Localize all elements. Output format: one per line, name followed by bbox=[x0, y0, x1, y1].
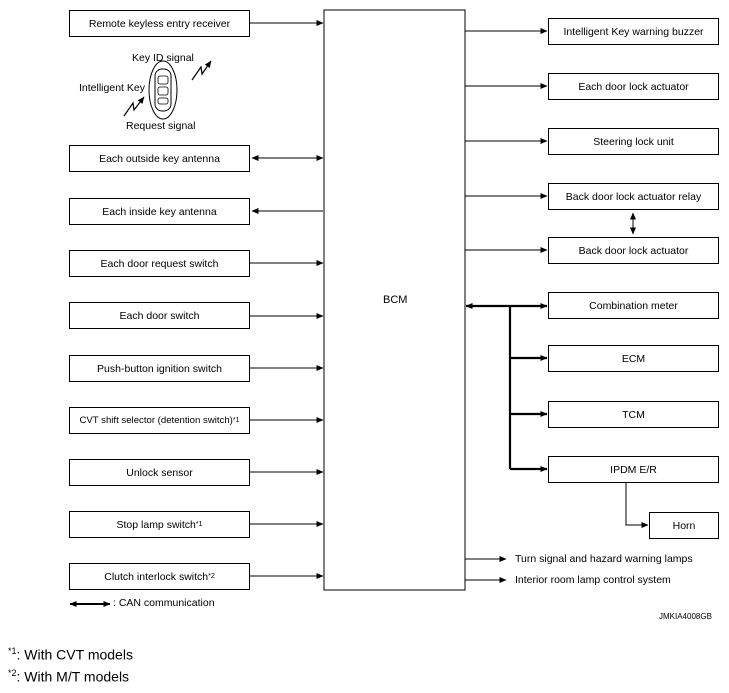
box-remote-keyless-entry-receiver: Remote keyless entry receiver bbox=[69, 10, 250, 37]
box-back-door-lock-actuator-relay: Back door lock actuator relay bbox=[548, 183, 719, 210]
footnote-2: *2: With M/T models bbox=[8, 668, 129, 685]
box-label: Steering lock unit bbox=[593, 135, 674, 148]
box-each-outside-key-antenna: Each outside key antenna bbox=[69, 145, 250, 172]
footnote-mark: *2 bbox=[208, 573, 215, 580]
box-ipdm-er: IPDM E/R bbox=[548, 456, 719, 483]
footnote-mark: *2 bbox=[8, 668, 17, 678]
box-each-door-request-switch: Each door request switch bbox=[69, 250, 250, 277]
box-label: Clutch interlock switch bbox=[104, 570, 209, 583]
box-label: Each door lock actuator bbox=[578, 80, 689, 93]
box-label: Each door request switch bbox=[100, 257, 219, 270]
key-id-signal-label: Key ID signal bbox=[132, 52, 194, 64]
box-unlock-sensor: Unlock sensor bbox=[69, 459, 250, 486]
box-label: Each door switch bbox=[119, 309, 200, 322]
box-each-inside-key-antenna: Each inside key antenna bbox=[69, 198, 250, 225]
box-label: Horn bbox=[672, 519, 696, 532]
key-id-signal-icon bbox=[191, 60, 212, 81]
box-stop-lamp-switch: Stop lamp switch*1 bbox=[69, 511, 250, 538]
legend-can-communication: : CAN communication bbox=[113, 597, 215, 609]
box-label: Intelligent Key warning buzzer bbox=[563, 25, 704, 38]
footnote-text: : With M/T models bbox=[16, 668, 130, 685]
arrow-ipdm-horn bbox=[625, 483, 649, 528]
box-intelligent-key-warning-buzzer: Intelligent Key warning buzzer bbox=[548, 18, 719, 45]
request-signal-label: Request signal bbox=[126, 120, 196, 132]
intelligent-key-label: Intelligent Key bbox=[79, 82, 145, 94]
box-label: Back door lock actuator bbox=[578, 244, 689, 257]
box-label: Push-button ignition switch bbox=[97, 362, 222, 375]
box-tcm: TCM bbox=[548, 401, 719, 428]
footnote-mark: *1 bbox=[8, 646, 17, 656]
box-label: ECM bbox=[621, 352, 646, 365]
box-label: Each inside key antenna bbox=[102, 205, 217, 218]
output-interior-room-lamp: Interior room lamp control system bbox=[515, 574, 671, 586]
box-clutch-interlock-switch: Clutch interlock switch*2 bbox=[69, 563, 250, 590]
box-label: Stop lamp switch bbox=[116, 518, 196, 531]
box-ecm: ECM bbox=[548, 345, 719, 372]
intelligent-key-icon bbox=[148, 60, 178, 120]
box-horn: Horn bbox=[649, 512, 719, 539]
figure-id: JMKIA4008GB bbox=[659, 612, 712, 621]
box-push-button-ignition-switch: Push-button ignition switch bbox=[69, 355, 250, 382]
footnote-text: : With CVT models bbox=[16, 646, 133, 663]
box-label: Remote keyless entry receiver bbox=[88, 17, 231, 30]
footnote-1: *1: With CVT models bbox=[8, 646, 133, 663]
footnote-mark: *1 bbox=[232, 417, 240, 424]
bcm-box bbox=[323, 9, 466, 591]
box-label: IPDM E/R bbox=[610, 463, 657, 476]
box-back-door-lock-actuator: Back door lock actuator bbox=[548, 237, 719, 264]
box-cvt-shift-selector: CVT shift selector (detention switch)*1 bbox=[69, 407, 250, 434]
box-steering-lock-unit: Steering lock unit bbox=[548, 128, 719, 155]
box-label: CVT shift selector (detention switch) bbox=[79, 415, 233, 426]
box-label: Unlock sensor bbox=[126, 466, 193, 479]
request-signal-icon bbox=[123, 96, 145, 117]
box-label: TCM bbox=[622, 408, 645, 421]
box-each-door-switch: Each door switch bbox=[69, 302, 250, 329]
box-label: Back door lock actuator relay bbox=[565, 190, 702, 203]
output-turn-signal-hazard: Turn signal and hazard warning lamps bbox=[515, 553, 693, 565]
box-label: Combination meter bbox=[589, 299, 678, 312]
footnote-mark: *1 bbox=[195, 521, 203, 528]
box-each-door-lock-actuator: Each door lock actuator bbox=[548, 73, 719, 100]
bcm-label: BCM bbox=[383, 294, 408, 306]
box-label: Each outside key antenna bbox=[99, 152, 220, 165]
box-combination-meter: Combination meter bbox=[548, 292, 719, 319]
